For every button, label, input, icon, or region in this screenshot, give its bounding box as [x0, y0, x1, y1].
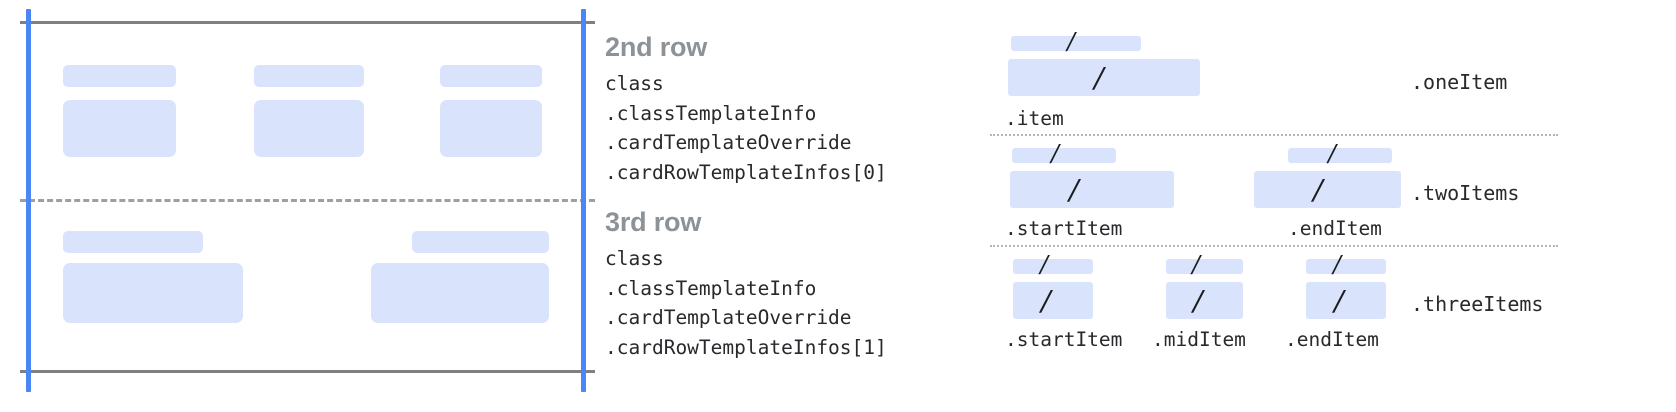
variant-divider-dotted-rule [990, 134, 1558, 136]
item-body-box [1008, 59, 1200, 96]
slash-glyph: / [1333, 250, 1341, 281]
item-top-bar [1288, 148, 1392, 163]
placeholder-title-bar [412, 231, 549, 253]
placeholder-body-box [440, 100, 542, 157]
item-label: .midItem [1152, 328, 1246, 351]
annotation-block-third-row: 3rd row class .classTemplateInfo .cardTemp… [605, 207, 887, 362]
item-label: .startItem [1005, 328, 1123, 351]
item-top-bar [1011, 36, 1141, 51]
item-top-bar [1012, 148, 1116, 163]
slash-glyph: / [1067, 27, 1075, 58]
item-label: .endItem [1285, 328, 1379, 351]
annotation-line: .cardRowTemplateInfos[1] [605, 335, 887, 359]
placeholder-body-box [371, 263, 549, 323]
placeholder-title-bar [63, 231, 203, 253]
variant-label: .twoItems [1411, 181, 1520, 205]
placeholder-title-bar [440, 65, 542, 87]
annotation-line: class [605, 72, 664, 95]
placeholder-body-box [63, 263, 243, 323]
slash-glyph: / [1328, 139, 1336, 170]
slash-glyph: / [1069, 172, 1079, 209]
item-label: .item [1005, 107, 1064, 130]
variant-divider-dotted-rule [990, 245, 1558, 247]
annotation-heading: 2nd row [605, 32, 708, 62]
annotation-line: .cardRowTemplateInfos[0] [605, 160, 887, 184]
right-vertical-guide-line [581, 9, 586, 392]
slash-glyph: / [1041, 283, 1051, 320]
item-body-box [1254, 171, 1401, 208]
annotation-line: .classTemplateInfo [605, 101, 817, 125]
slash-glyph: / [1334, 283, 1344, 320]
item-top-bar [1013, 259, 1093, 274]
top-boundary-rule [20, 21, 595, 24]
slash-glyph: / [1040, 250, 1048, 281]
annotation-class-path: class .classTemplateInfo .cardTemplateOver… [605, 244, 887, 362]
item-label: .startItem [1005, 217, 1123, 240]
card-row-layout-preview [0, 0, 600, 412]
slash-glyph: / [1094, 60, 1104, 97]
placeholder-title-bar [254, 65, 364, 87]
placeholder-body-box [254, 100, 364, 157]
item-body-box [1010, 171, 1174, 208]
slash-glyph: / [1051, 139, 1059, 170]
annotation-line: .classTemplateInfo [605, 276, 817, 300]
item-body-box [1166, 282, 1243, 319]
slash-glyph: / [1193, 283, 1203, 320]
variant-label: .oneItem [1411, 70, 1508, 94]
annotation-line: class [605, 247, 664, 270]
row-divider-dashed-rule [20, 199, 595, 202]
annotation-heading: 3rd row [605, 207, 702, 237]
placeholder-title-bar [63, 65, 176, 87]
annotation-line: .cardTemplateOverride [605, 306, 852, 329]
item-body-box [1013, 282, 1093, 319]
annotation-block-second-row: 2nd row class .classTemplateInfo .cardTemp… [605, 32, 887, 187]
annotation-class-path: class .classTemplateInfo .cardTemplateOver… [605, 69, 887, 187]
annotation-line: .cardTemplateOverride [605, 131, 852, 154]
left-vertical-guide-line [26, 9, 31, 392]
placeholder-body-box [63, 100, 176, 157]
item-top-bar [1306, 259, 1386, 274]
variant-label: .threeItems [1411, 292, 1544, 316]
item-body-box [1306, 282, 1386, 319]
slash-glyph: / [1192, 250, 1200, 281]
slash-glyph: / [1313, 172, 1323, 209]
item-top-bar [1166, 259, 1243, 274]
item-label: .endItem [1288, 217, 1382, 240]
bottom-boundary-rule [20, 370, 595, 373]
